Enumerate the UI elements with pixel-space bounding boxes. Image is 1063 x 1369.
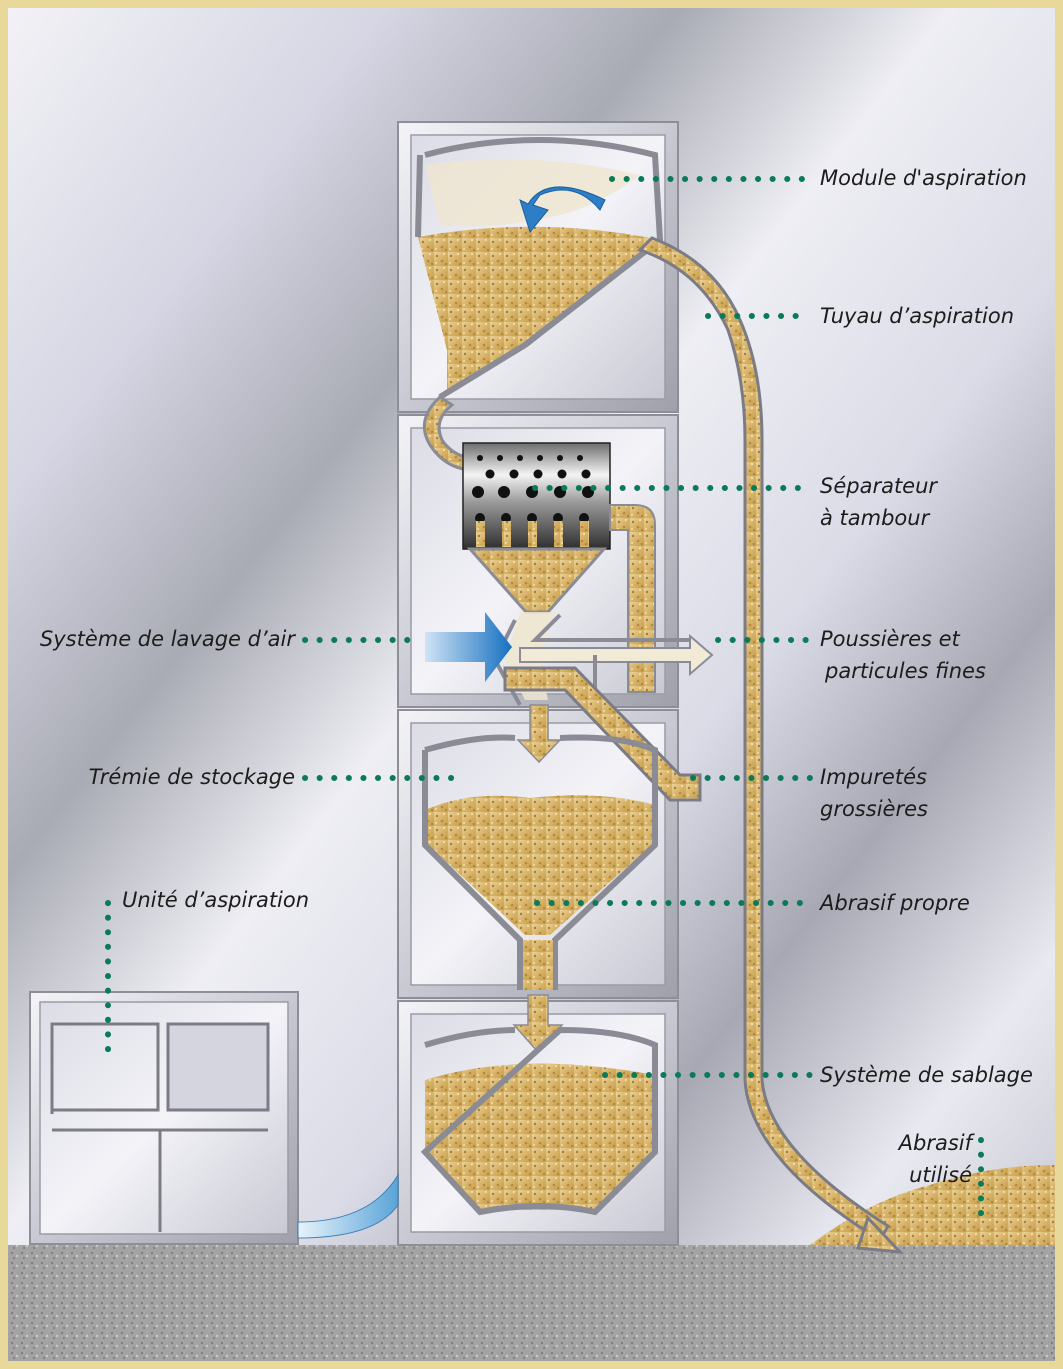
label-tuyau-aspiration: Tuyau d’aspiration (820, 300, 1014, 332)
label-poussieres: Poussières et particules fines (820, 623, 986, 687)
label-abrasif-utilise-line1: Abrasif (860, 1127, 972, 1159)
suction-unit (30, 992, 298, 1244)
label-abrasif-utilise-line2: utilisé (860, 1159, 972, 1191)
label-separateur: Séparateur à tambour (820, 470, 937, 534)
label-separateur-line1: Séparateur (820, 470, 937, 502)
label-poussieres-line2: particules fines (820, 655, 986, 687)
floor (8, 1245, 1055, 1361)
label-impuretes-line2: grossières (820, 793, 928, 825)
label-impuretes: Impuretés grossières (820, 761, 928, 825)
label-lavage-air: Système de lavage d’air (30, 623, 295, 655)
drum-separator (463, 443, 610, 549)
label-systeme-sablage: Système de sablage (820, 1059, 1033, 1091)
label-abrasif-utilise: Abrasif utilisé (860, 1127, 972, 1191)
label-poussieres-line1: Poussières et (820, 623, 986, 655)
label-module-aspiration: Module d'aspiration (820, 162, 1027, 194)
label-separateur-line2: à tambour (820, 502, 937, 534)
label-unite-aspiration: Unité d’aspiration (122, 884, 309, 916)
label-abrasif-propre: Abrasif propre (820, 887, 970, 919)
label-tremie: Trémie de stockage (40, 761, 295, 793)
label-impuretes-line1: Impuretés (820, 761, 928, 793)
